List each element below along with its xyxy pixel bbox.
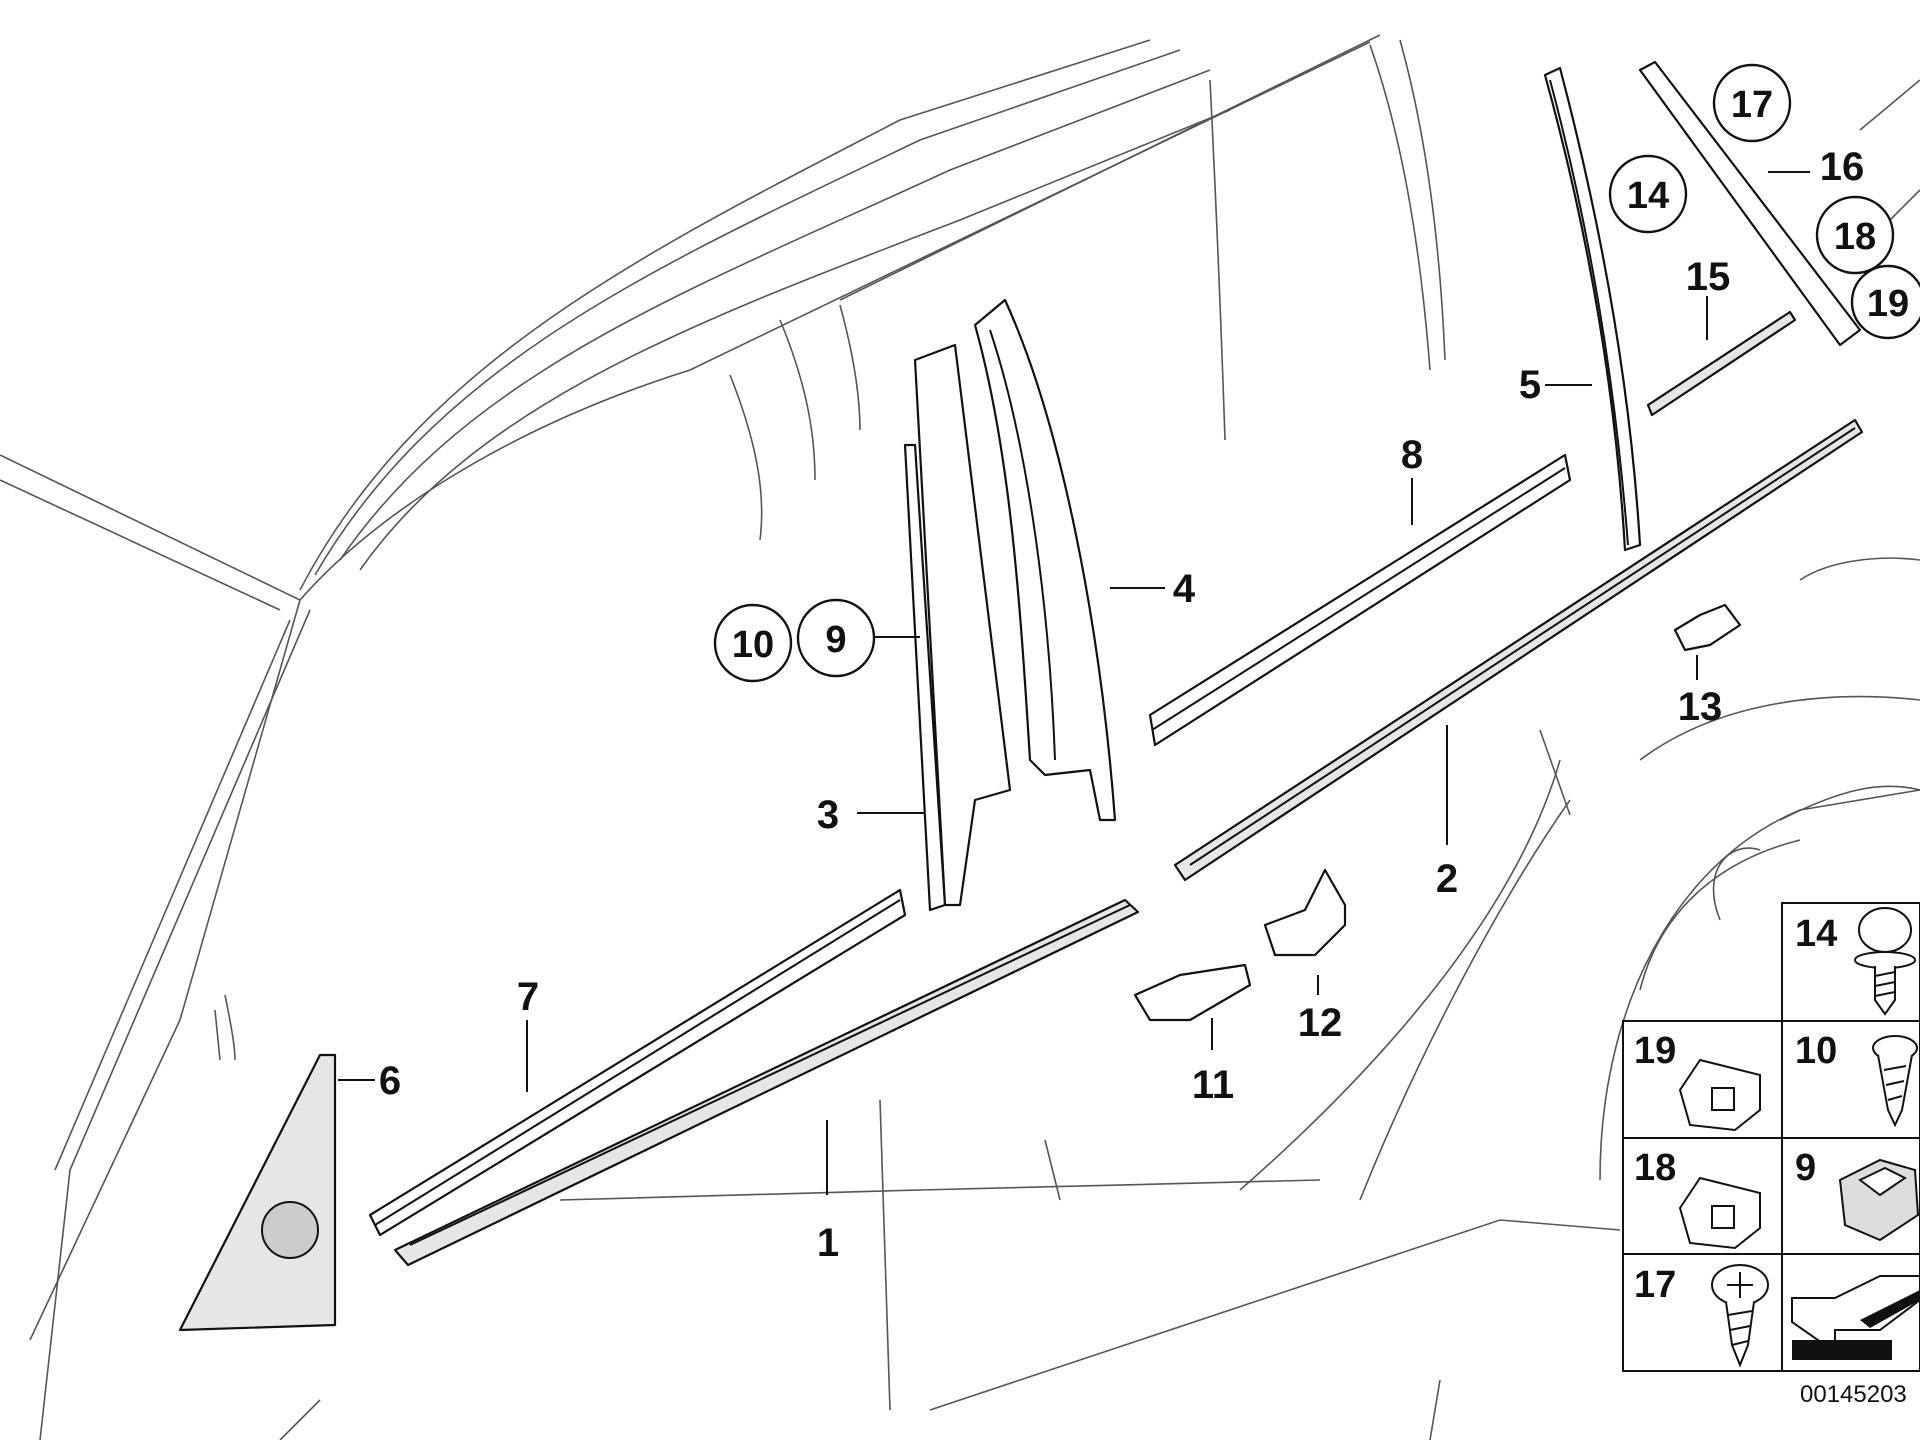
callout-14: 14 [1627,175,1669,217]
clip-icon [1678,1176,1761,1250]
screw-icon [1854,907,1916,1016]
callout-17-circle [1712,63,1792,143]
arrow-icon [1791,1275,1920,1360]
callout-18: 18 [1834,216,1876,258]
legend-label-18: 18 [1634,1147,1676,1189]
callout-15: 15 [1686,255,1731,299]
callout-7: 7 [517,975,539,1019]
legend-label-10: 10 [1795,1030,1837,1072]
callout-13: 13 [1678,685,1723,729]
part-12-bracket [1263,868,1347,957]
part-7-front-window-channel [368,888,907,1237]
legend-label-17: 17 [1634,1264,1676,1306]
clip-icon [1678,1058,1761,1132]
part-11-clip [1133,963,1252,1022]
part-15-strip [1646,310,1797,417]
callout-9-circle [796,598,876,678]
nut-icon [1838,1158,1920,1242]
part-6-mirror-triangle [178,1053,337,1332]
callout-14-circle [1608,154,1688,234]
part-1-outer-sill-seal [393,898,1140,1267]
leader-lines [338,171,1810,1195]
callout-10-circle [713,603,793,683]
callout-10: 10 [732,624,774,666]
callout-11: 11 [1192,1063,1234,1107]
callout-19: 19 [1867,283,1909,325]
callout-17: 17 [1731,84,1773,126]
callout-8: 8 [1401,433,1423,477]
legend-label-19: 19 [1634,1030,1676,1072]
callout-18-circle [1815,195,1895,275]
fastener-legend: 14 19 10 18 9 17 [1622,902,1920,1372]
callout-2: 2 [1436,857,1458,901]
callout-4: 4 [1173,567,1196,611]
part-2-outer-rear-seal [1173,418,1864,882]
screw-icon [1872,1035,1918,1128]
callout-labels: 1 2 3 4 5 6 7 8 11 12 13 15 16 10 9 17 1… [379,63,1920,1265]
callout-1: 1 [817,1221,839,1265]
reference-number: 00145203 [1800,1381,1907,1408]
callout-6: 6 [379,1059,401,1103]
callout-3: 3 [817,793,839,837]
part-8-rear-window-channel [1148,453,1572,747]
callout-16: 16 [1820,145,1865,189]
part-5-c-pillar-trim [1543,66,1642,552]
part-16-window-moulding [1638,60,1862,347]
part-13-clip [1673,603,1742,652]
part-4-rear-b-pillar-trim [973,298,1117,822]
callout-12: 12 [1298,1001,1343,1045]
callout-19-circle [1850,264,1920,340]
legend-label-9: 9 [1795,1147,1816,1189]
callout-9: 9 [825,619,846,661]
part-3-front-b-pillar-trim [903,343,1012,912]
car-body-outline [0,34,1920,1440]
screw-icon [1711,1264,1769,1368]
legend-label-14: 14 [1795,913,1837,955]
callout-5: 5 [1519,363,1541,407]
